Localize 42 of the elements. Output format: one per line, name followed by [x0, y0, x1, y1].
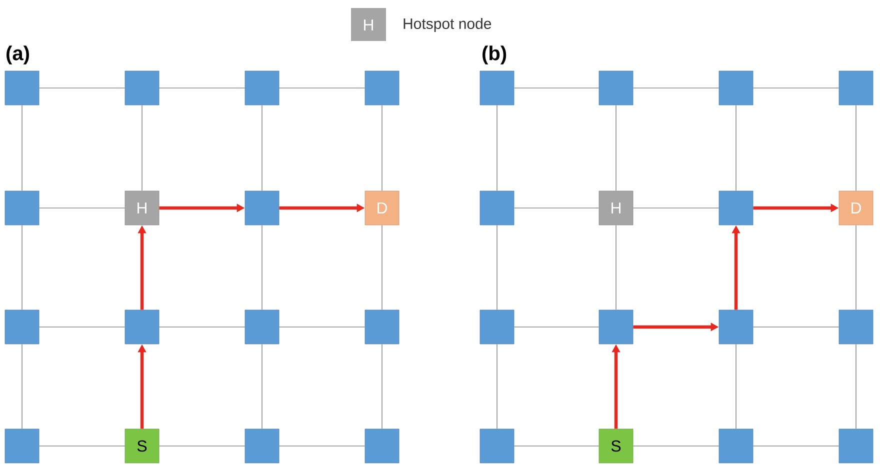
grid-node — [480, 190, 514, 226]
connector-line — [496, 224, 498, 310]
connector-line — [38, 326, 126, 328]
grid-node — [718, 70, 754, 106]
grid-node — [244, 310, 280, 344]
grid-node — [364, 310, 400, 344]
grid-node — [244, 428, 280, 464]
grid-node — [364, 428, 400, 464]
labeled-node: S — [598, 428, 634, 464]
labeled-node: D — [838, 190, 874, 226]
grid-node — [124, 310, 160, 344]
grid-node — [244, 70, 280, 106]
grid-node — [124, 70, 160, 106]
grid-node — [4, 428, 40, 464]
labeled-node: D — [364, 190, 400, 226]
grid-node — [598, 70, 634, 106]
connector-line — [514, 326, 600, 328]
connector-line — [278, 326, 366, 328]
grid-node — [718, 310, 754, 344]
legend-swatch-letter: H — [364, 19, 373, 30]
grid-node — [718, 428, 754, 464]
grid-node — [4, 70, 40, 106]
grid-node — [480, 70, 514, 106]
legend-text: Hotspot node — [404, 18, 492, 32]
grid-node — [838, 428, 874, 464]
grid-node — [838, 70, 874, 106]
grid-node — [718, 190, 754, 226]
grid-node — [244, 190, 280, 226]
connector-line — [496, 104, 498, 192]
grid-node — [364, 70, 400, 106]
grid-node — [4, 190, 40, 226]
grid-node — [4, 310, 40, 344]
grid-node — [480, 310, 514, 344]
grid-node — [598, 310, 634, 344]
connector-line — [158, 326, 246, 328]
grid-node — [838, 310, 874, 344]
connector-line — [752, 326, 840, 328]
labeled-node: H — [124, 190, 160, 226]
labeled-node: H — [598, 190, 634, 226]
grid-node — [480, 428, 514, 464]
labeled-node: S — [124, 428, 160, 464]
connector-line — [496, 344, 498, 430]
